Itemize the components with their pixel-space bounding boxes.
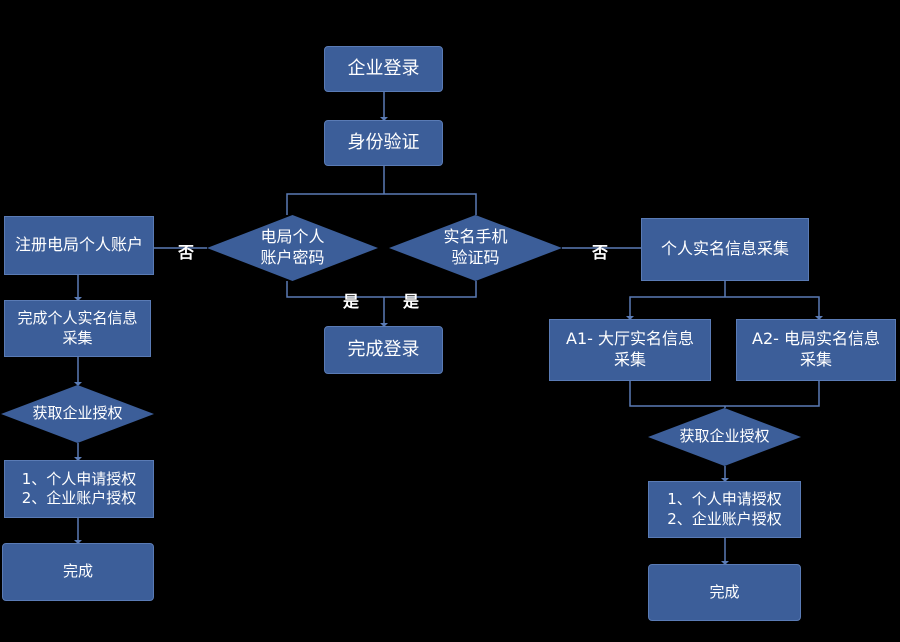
auth-methods-left-node: 1、个人申请授权 2、企业账户授权 xyxy=(4,460,154,518)
done-login-node: 完成登录 xyxy=(324,326,443,374)
edge-collect-to-options xyxy=(629,296,820,319)
bureau-collect-node: A2- 电局实名信息 采集 xyxy=(736,319,896,381)
get-auth-left-decision: 获取企业授权 xyxy=(1,385,154,443)
arrowhead xyxy=(74,540,82,544)
arrowhead xyxy=(815,316,823,320)
arrowhead xyxy=(721,478,729,482)
password-decision: 电局个人 账户密码 xyxy=(207,215,378,281)
arrowhead xyxy=(380,117,388,121)
edge-label-no-right: 否 xyxy=(592,243,609,262)
realname-collect-node: 个人实名信息采集 xyxy=(641,218,809,281)
done-right-node: 完成 xyxy=(648,564,801,621)
auth-methods-right-node: 1、个人申请授权 2、企业账户授权 xyxy=(648,481,801,538)
phone-code-decision: 实名手机 验证码 xyxy=(389,215,562,281)
identity-verify-node: 身份验证 xyxy=(324,120,443,166)
complete-realname-node: 完成个人实名信息 采集 xyxy=(4,300,151,357)
arrowhead xyxy=(74,382,82,386)
edge-decisions-merge xyxy=(286,281,477,298)
edge-options-merge xyxy=(629,381,820,407)
password-decision-label: 电局个人 账户密码 xyxy=(260,227,325,267)
get-auth-right-label: 获取企业授权 xyxy=(679,427,770,446)
arrowhead xyxy=(74,457,82,461)
enterprise-login-node: 企业登录 xyxy=(324,46,443,92)
get-auth-left-label: 获取企业授权 xyxy=(32,404,123,423)
arrowhead xyxy=(626,316,634,320)
arrowhead xyxy=(74,297,82,301)
edge-split-to-decisions xyxy=(286,193,477,215)
phone-code-decision-label: 实名手机 验证码 xyxy=(443,227,508,267)
done-left-node: 完成 xyxy=(2,543,154,601)
register-account-node: 注册电局个人账户 xyxy=(4,216,154,275)
hall-collect-node: A1- 大厅实名信息 采集 xyxy=(549,319,711,381)
get-auth-right-decision: 获取企业授权 xyxy=(648,408,801,466)
edge-label-yes-left: 是 xyxy=(343,292,360,311)
edge-label-no-left: 否 xyxy=(178,243,195,262)
arrowhead xyxy=(380,323,388,327)
arrowhead xyxy=(721,561,729,565)
edge-label-yes-right: 是 xyxy=(403,292,420,311)
